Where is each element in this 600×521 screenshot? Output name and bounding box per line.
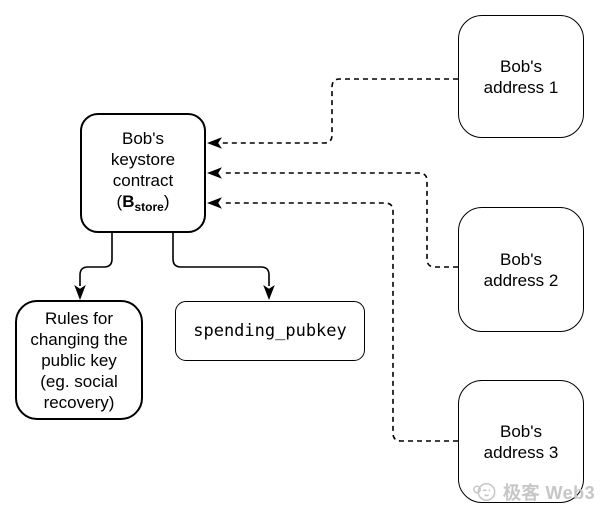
arrowhead-down-icon: [74, 285, 86, 300]
rules-label-line1: Rules for: [44, 308, 114, 328]
address1-box: Bob's address 1: [458, 15, 584, 138]
keystore-formula: (Bstore): [117, 191, 170, 218]
arrowhead-left-icon: [207, 137, 222, 149]
spending-pubkey-label: spending_pubkey: [193, 320, 347, 341]
keystore-label-line2: keystore: [110, 150, 176, 169]
address2-label-line1: Bob's: [500, 249, 542, 269]
keystore-label-line3: contract: [112, 171, 174, 190]
arrow-keystore-to-rules: [79, 233, 113, 286]
address1-label-line2: address 1: [483, 77, 559, 97]
arrowhead-down-icon: [263, 285, 275, 300]
address3-label-line2: address 3: [483, 442, 559, 462]
spending-pubkey-box: spending_pubkey: [175, 301, 365, 361]
rules-label-line2: changing the: [30, 329, 128, 349]
watermark-text: 极客 Web3: [503, 483, 596, 503]
rules-label-line5: recovery): [43, 392, 115, 412]
address2-box: Bob's address 2: [458, 207, 584, 332]
rules-label-line3: public key: [41, 350, 117, 370]
arrowhead-left-icon: [207, 167, 222, 179]
formula-close-paren: ): [163, 192, 170, 211]
keystore-contract-box: Bob's keystore contract (Bstore): [80, 113, 206, 233]
address3-label-line1: Bob's: [500, 421, 542, 441]
formula-store-subscript: store: [134, 200, 164, 214]
rules-label-line4: (eg. social: [40, 371, 118, 391]
keystore-label-line1: Bob's: [122, 129, 164, 148]
arrow-address1-to-keystore: [222, 78, 458, 144]
arrow-keystore-to-spending: [172, 233, 270, 286]
address2-label-line2: address 2: [483, 270, 559, 290]
formula-open-paren: (: [116, 192, 123, 211]
watermark: 极客 Web3: [472, 479, 595, 505]
formula-b-symbol: B: [122, 192, 135, 211]
geekweb3-logo-icon: [473, 483, 496, 501]
rules-box: Rules for changing the public key (eg. s…: [15, 300, 143, 420]
address3-box: Bob's address 3: [458, 380, 584, 503]
arrowhead-left-icon: [207, 197, 222, 209]
arrow-address2-to-keystore: [222, 172, 458, 268]
arrow-address3-to-keystore: [222, 202, 458, 442]
arrowheads: [74, 137, 275, 300]
address1-label-line1: Bob's: [500, 56, 542, 76]
